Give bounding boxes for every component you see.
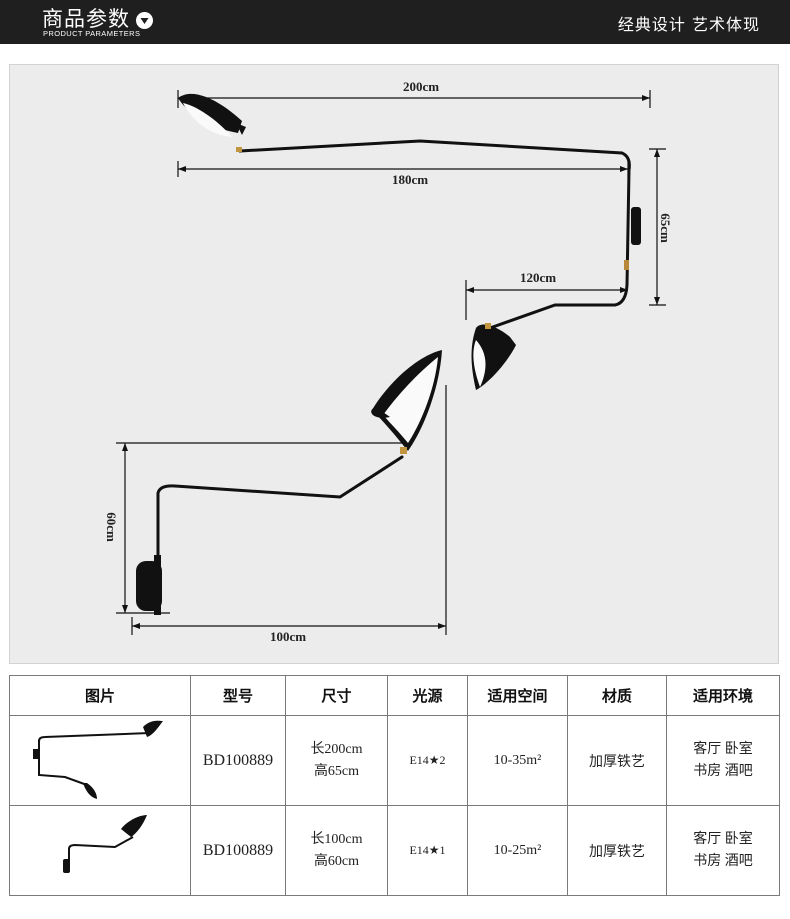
column-header-model: 型号 [190,675,286,716]
dimension-label-120: 120cm [520,270,557,285]
column-header-size: 尺寸 [285,675,388,716]
upper-lamp [238,139,641,330]
dimension-label-180: 180cm [392,172,429,187]
environment-line: 书房 酒吧 [693,763,753,779]
applicable-space: 10-35m² [467,715,568,806]
header-slogan: 经典设计 艺术体现 [617,15,760,34]
spec-table: 图片 型号 尺寸 光源 适用空间 材质 适用环境 BD100889 长200cm [9,675,780,896]
dimension-label-60: 60cm [103,512,119,542]
product-thumbnail [9,715,191,806]
light-source: E14★1 [387,805,468,896]
dimension-label-65: 65cm [657,213,673,243]
lower-lamp [136,455,404,615]
applicable-environment: 客厅 卧室 书房 酒吧 [666,805,780,896]
upper-lamp-shade [178,93,246,152]
dimension-diagram: 200cm 180cm 65cm 120cm 60cm 100cm [9,64,779,664]
size-length: 长200cm [310,741,363,757]
environment-line: 客厅 卧室 [693,831,753,847]
table-header-row: 图片 型号 尺寸 光源 适用空间 材质 适用环境 [9,675,780,716]
column-header-image: 图片 [9,675,191,716]
lower-lamp-shade [371,350,442,454]
environment-line: 客厅 卧室 [693,741,753,757]
product-model: BD100889 [190,805,286,896]
dimension-lines [116,90,666,635]
dimension-arrows [122,95,660,629]
product-size: 长200cm 高65cm [285,715,388,806]
size-height: 高65cm [313,763,360,779]
dimension-label-100: 100cm [270,629,307,644]
page-header: 商品参数 PRODUCT PARAMETERS 经典设计 艺术体现 [0,0,790,44]
chevron-down-icon [136,12,153,29]
material: 加厚铁艺 [567,715,667,806]
lamp-thumbnail-icon [63,814,147,873]
column-header-light-source: 光源 [387,675,468,716]
product-model: BD100889 [190,715,286,806]
column-header-material: 材质 [567,675,667,716]
size-length: 长100cm [310,831,363,847]
dimension-label-200: 200cm [403,79,440,94]
lamp-drawing [116,90,666,635]
applicable-space: 10-25m² [467,805,568,896]
product-size: 长100cm 高60cm [285,805,388,896]
material: 加厚铁艺 [567,805,667,896]
lamp-thumbnail-icon [33,720,163,799]
column-header-environment: 适用环境 [666,675,780,716]
table-row: BD100889 长200cm 高65cm E14★2 10-35m² 加厚铁艺… [9,715,780,806]
size-height: 高60cm [313,853,360,869]
product-thumbnail [9,805,191,896]
column-header-space: 适用空间 [467,675,568,716]
applicable-environment: 客厅 卧室 书房 酒吧 [666,715,780,806]
environment-line: 书房 酒吧 [693,853,753,869]
section-subtitle: PRODUCT PARAMETERS [43,29,141,38]
table-row: BD100889 长100cm 高60cm E14★1 10-25m² 加厚铁艺… [9,805,780,896]
section-title: 商品参数 [42,7,130,31]
light-source: E14★2 [387,715,468,806]
upper-lamp-lower-shade [471,323,516,390]
